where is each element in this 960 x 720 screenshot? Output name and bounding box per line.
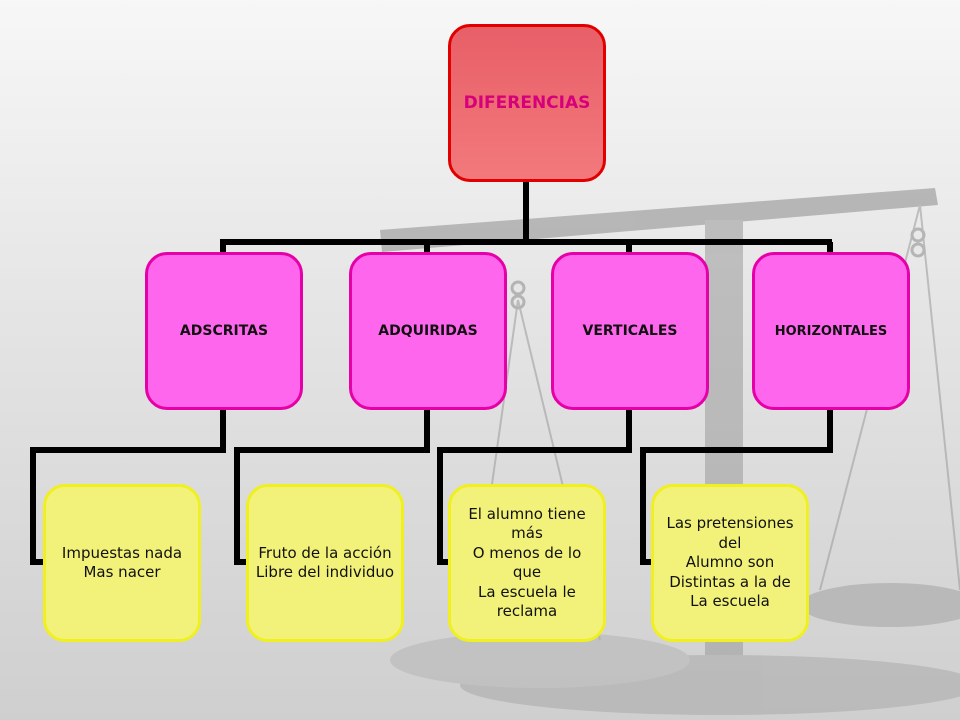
detail-node-adscritas: Impuestas nada Mas nacer [43, 484, 201, 642]
connector-leaf-3 [437, 410, 632, 565]
category-label: HORIZONTALES [774, 323, 888, 339]
balance-scale-background [380, 188, 960, 715]
category-node-adscritas: ADSCRITAS [145, 252, 303, 410]
category-label: ADQUIRIDAS [378, 323, 478, 339]
category-node-verticales: VERTICALES [551, 252, 709, 410]
root-label: DIFERENCIAS [463, 93, 591, 113]
detail-node-horizontales: Las pretensiones del Alumno son Distinta… [651, 484, 809, 642]
detail-text: Impuestas nada Mas nacer [61, 543, 183, 582]
detail-text: El alumno tiene más O menos de lo que La… [468, 504, 586, 621]
category-label: ADSCRITAS [179, 323, 269, 339]
connector-leaf-1 [30, 410, 226, 565]
detail-text: Fruto de la acción Libre del individuo [255, 543, 395, 582]
root-node-diferencias: DIFERENCIAS [448, 24, 606, 182]
detail-node-verticales: El alumno tiene más O menos de lo que La… [448, 484, 606, 642]
connector-leaf-4 [640, 410, 833, 565]
category-node-horizontales: HORIZONTALES [752, 252, 910, 410]
tree-connectors [30, 180, 833, 565]
category-node-adquiridas: ADQUIRIDAS [349, 252, 507, 410]
category-label: VERTICALES [582, 323, 678, 339]
detail-text: Las pretensiones del Alumno son Distinta… [666, 514, 794, 611]
detail-node-adquiridas: Fruto de la acción Libre del individuo [246, 484, 404, 642]
connector-leaf-2 [234, 410, 430, 565]
